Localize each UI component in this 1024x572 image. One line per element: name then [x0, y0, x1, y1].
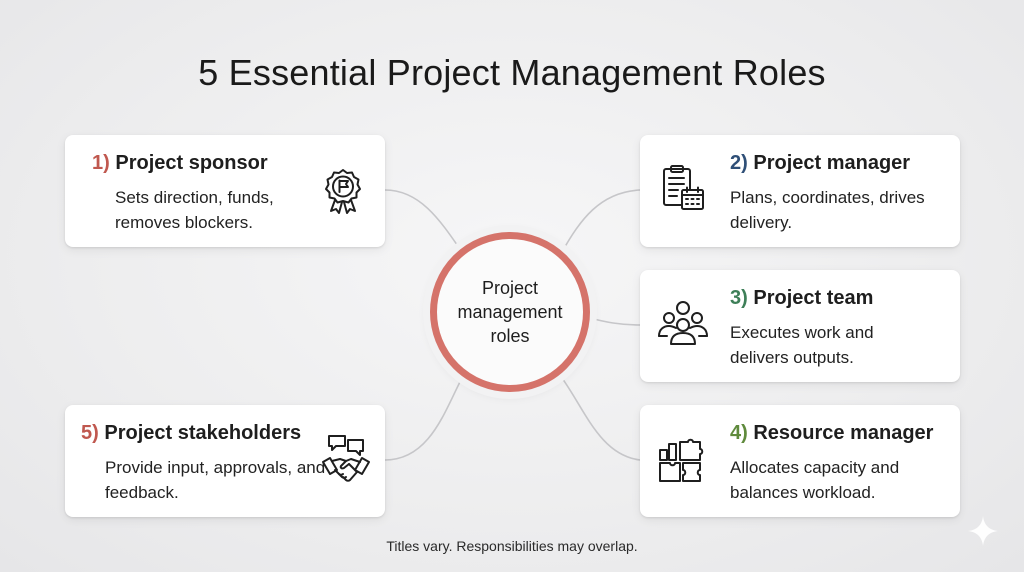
role-description: Allocates capacity and balances workload…: [730, 458, 900, 502]
role-card-project-stakeholders: 5) Project stakeholders Provide input, a…: [65, 405, 385, 517]
role-heading: 4) Resource manager: [730, 422, 933, 445]
page-title: 5 Essential Project Management Roles: [198, 52, 826, 93]
role-name: Project stakeholders: [104, 422, 302, 444]
connector-team: [589, 317, 641, 326]
role-description: Plans, coordinates, drives delivery.: [730, 188, 925, 232]
role-description: Provide input, approvals, and feedback.: [105, 458, 326, 502]
role-name: Project team: [753, 287, 874, 309]
team-people-icon: [655, 298, 708, 348]
role-card-project-team: 3) Project team Executes work and delive…: [640, 270, 960, 382]
clipboard-calendar-icon: [658, 163, 708, 213]
role-heading: 3) Project team: [730, 287, 873, 310]
role-number: 5): [81, 422, 99, 444]
role-heading: 2) Project manager: [730, 152, 910, 175]
role-number: 1): [92, 152, 110, 174]
role-number: 4): [730, 422, 748, 444]
connector-resource: [561, 377, 641, 461]
connector-stakeholders: [384, 377, 463, 461]
role-heading: 5) Project stakeholders: [81, 422, 301, 445]
role-card-project-manager: 2) Project manager Plans, coordinates, d…: [640, 135, 960, 247]
role-card-project-sponsor: 1) Project sponsor Sets direction, funds…: [65, 135, 385, 247]
connector-manager: [561, 189, 641, 253]
role-card-resource-manager: 4) Resource manager Allocates capacity a…: [640, 405, 960, 517]
role-heading: 1) Project sponsor: [92, 152, 268, 175]
handshake-chat-icon: [321, 432, 371, 482]
sparkle-icon: [968, 516, 998, 546]
role-number: 2): [730, 152, 748, 174]
role-name: Resource manager: [753, 422, 934, 444]
puzzle-chart-icon: [656, 436, 706, 486]
award-ribbon-flag-icon: [318, 166, 368, 216]
role-number: 3): [730, 287, 748, 309]
role-name: Project sponsor: [115, 152, 268, 174]
connector-sponsor: [384, 189, 463, 253]
hub-label: Project management roles: [457, 278, 563, 346]
footnote: Titles vary. Responsibilities may overla…: [386, 538, 638, 554]
hub-circle: Project management roles: [430, 232, 590, 392]
role-description: Sets direction, funds, removes blockers.: [115, 188, 274, 232]
role-name: Project manager: [753, 152, 911, 174]
role-description: Executes work and delivers outputs.: [730, 323, 874, 367]
